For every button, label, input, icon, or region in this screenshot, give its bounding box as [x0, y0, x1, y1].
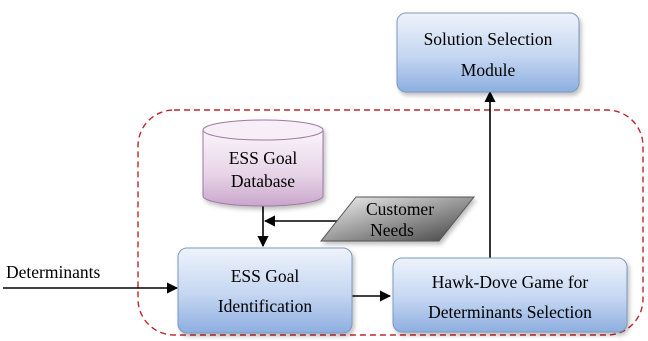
goal-database-line2: Database [231, 171, 295, 191]
solution-selection-node [396, 12, 580, 93]
goal-identification-line2: Identification [218, 296, 313, 316]
goal-identification-node [177, 247, 353, 334]
goal-database-line1: ESS Goal [229, 148, 298, 168]
module-boundary [137, 109, 644, 336]
hawk-dove-line1: Hawk-Dove Game for [432, 272, 589, 292]
solution-selection-line2: Module [461, 60, 516, 80]
goal-database-node [202, 119, 324, 207]
solution-selection-line1: Solution Selection [424, 29, 553, 49]
goal-identification-line1: ESS Goal [231, 266, 300, 286]
hawk-dove-node [392, 257, 628, 333]
customer-needs-line1: Customer [366, 199, 434, 219]
determinants-label: Determinants [6, 262, 100, 282]
customer-needs-node [319, 196, 476, 242]
hawk-dove-line2: Determinants Selection [428, 302, 592, 322]
customer-needs-line2: Needs [370, 220, 414, 240]
